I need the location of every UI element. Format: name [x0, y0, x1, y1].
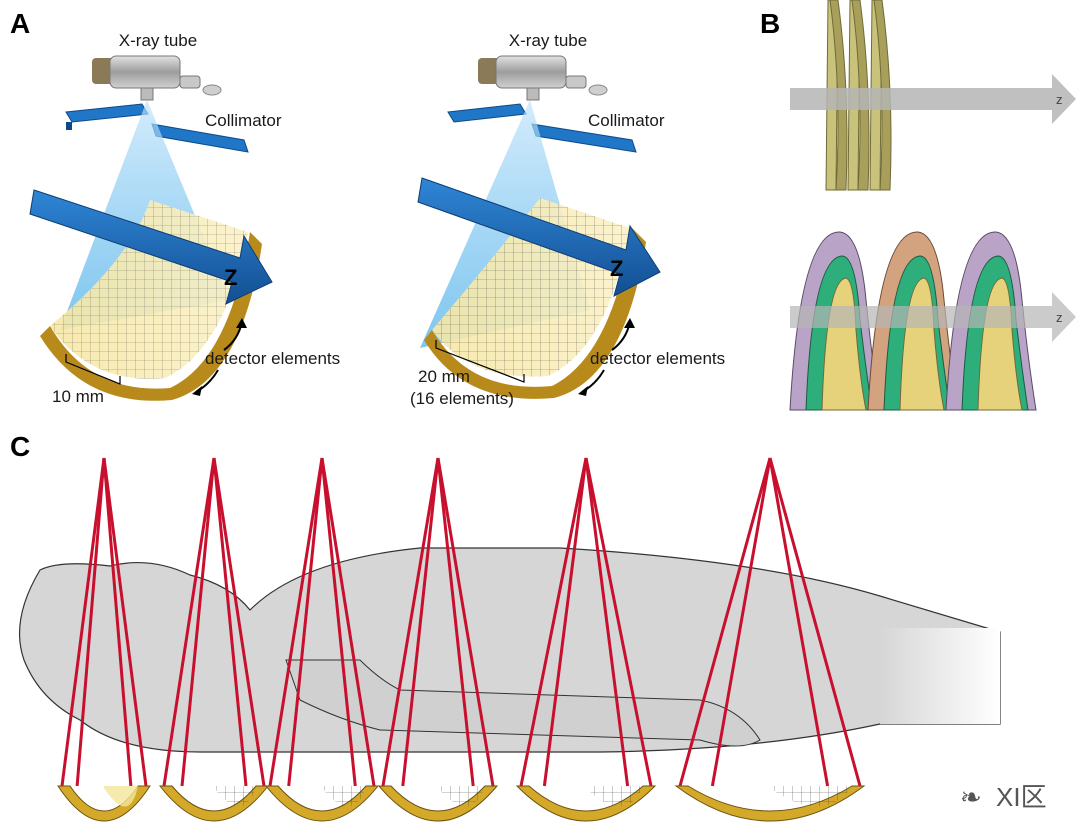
beam-line — [102, 457, 148, 787]
z-label-b-top: z — [1056, 92, 1063, 107]
scanner-right: X-ray tube Collimator Z detector element… — [410, 31, 725, 408]
z-axis-arrow — [29, 189, 273, 305]
collimator-label-left: Collimator — [205, 111, 282, 130]
beam-line — [287, 457, 324, 787]
detector-grid — [438, 786, 485, 807]
gantry-6 — [674, 457, 866, 822]
detector-bowl — [674, 785, 866, 822]
detector-bowl — [515, 785, 657, 822]
detector-grid — [104, 786, 138, 807]
dimension-bracket — [435, 340, 525, 383]
gantry-positions — [57, 457, 866, 822]
beam-line — [710, 457, 772, 787]
beam-line — [320, 457, 357, 787]
gantry-1 — [57, 457, 151, 822]
beam-line — [60, 457, 106, 787]
patient-body — [18, 547, 1001, 753]
beam-line — [162, 457, 216, 787]
beam-line — [436, 457, 475, 787]
z-label-b-bottom: z — [1056, 310, 1063, 325]
beam-line — [102, 457, 133, 787]
detector-label-right: detector elements — [590, 349, 725, 368]
detector-label-left: detector elements — [205, 349, 340, 368]
beam-line — [768, 457, 862, 787]
collimator-label-right: Collimator — [588, 111, 665, 130]
tube-label-right: X-ray tube — [509, 31, 587, 50]
gantry-4 — [377, 457, 499, 822]
detector-grid — [770, 786, 852, 807]
z-label-right: Z — [610, 256, 623, 281]
gantry-2 — [158, 457, 270, 822]
beam-line — [212, 457, 266, 787]
detector-grid — [586, 786, 643, 807]
gantry-3 — [264, 457, 380, 822]
width-label-right-1: 20 mm — [418, 367, 470, 386]
panel-b-letter: B — [760, 8, 780, 39]
detector-bowl — [377, 785, 499, 822]
panel-c-letter: C — [10, 431, 30, 462]
tube-label-left: X-ray tube — [119, 31, 197, 50]
beam-line — [768, 457, 830, 787]
watermark: ❧ XI区 — [960, 782, 1047, 812]
beam-line — [401, 457, 440, 787]
detector-bowl — [264, 785, 380, 822]
beam-line — [542, 457, 588, 787]
beam-line — [519, 457, 588, 787]
detector-grid — [322, 786, 366, 807]
wechat-icon: ❧ — [960, 782, 982, 812]
beam-line — [584, 457, 630, 787]
panel-a-letter: A — [10, 8, 30, 39]
detector-grid — [214, 786, 256, 807]
dimension-bracket — [65, 354, 121, 385]
scanner-left: X-ray tube Collimator Z detector element… — [29, 31, 340, 406]
x-ray-tube-icon — [92, 55, 222, 101]
z-label-left: Z — [224, 265, 237, 290]
x-ray-tube-icon — [478, 55, 608, 101]
z-axis-arrow — [790, 292, 1076, 342]
z-axis-arrow — [790, 74, 1076, 124]
width-label-right-2: (16 elements) — [410, 389, 514, 408]
beam-line — [678, 457, 772, 787]
watermark-text: XI区 — [996, 782, 1047, 812]
z-axis-arrow — [417, 177, 661, 297]
beam-line — [75, 457, 106, 787]
beam-line — [436, 457, 495, 787]
beam-line — [381, 457, 440, 787]
beam-line — [320, 457, 376, 787]
beam-line — [180, 457, 216, 787]
beam-line — [212, 457, 248, 787]
beam-line — [268, 457, 324, 787]
gantry-5 — [515, 457, 657, 822]
beam-line — [584, 457, 653, 787]
width-label-left: 10 mm — [52, 387, 104, 406]
detector-bowl — [57, 785, 151, 822]
